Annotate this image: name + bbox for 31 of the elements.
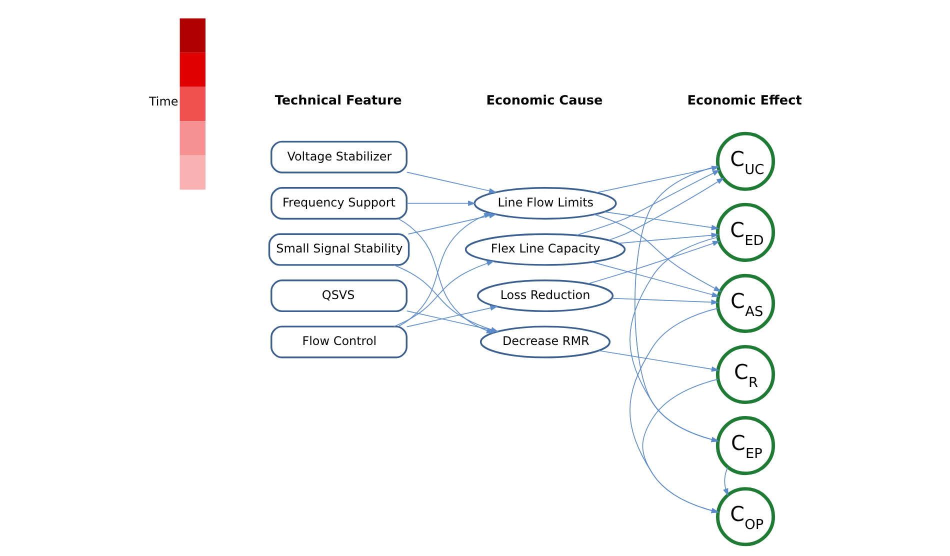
arrow: [593, 214, 722, 292]
arrow: [617, 232, 719, 244]
arrow: [722, 466, 728, 496]
arrow: [393, 260, 494, 327]
node-box: Voltage Stabilizer: [270, 140, 407, 174]
node-box: QSVS: [270, 280, 407, 312]
node-box: Flow Control: [270, 326, 407, 358]
arrow: [591, 262, 720, 298]
node-circle: C$_{ED}$: [715, 202, 775, 262]
node-circle: C$_{AS}$: [715, 274, 775, 333]
arrow: [642, 378, 719, 514]
node-circle: C$_{R}$: [715, 344, 775, 404]
label: Time: [148, 94, 178, 108]
node-circle: C$_{EP}$: [715, 416, 775, 476]
arrow: [629, 308, 719, 514]
arrow: [608, 178, 724, 241]
arrow: [598, 350, 719, 372]
arrow: [629, 236, 719, 442]
arrow: [406, 200, 476, 206]
arrow: [610, 298, 718, 305]
node-box: Small Signal Stability: [268, 233, 410, 266]
arrow: [407, 213, 496, 234]
node-box: Frequency Support: [270, 187, 407, 220]
label: Economic Cause: [486, 93, 602, 108]
arrow: [576, 170, 720, 236]
label: Economic Effect: [686, 93, 802, 108]
arrow: [586, 240, 720, 284]
label: Technical Feature: [274, 93, 402, 108]
arrow: [406, 305, 498, 328]
arrow: [603, 211, 719, 230]
arrow: [406, 172, 496, 194]
